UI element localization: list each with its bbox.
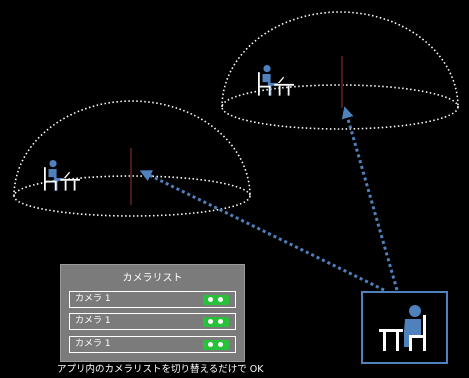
arrow-to-right-camera: [341, 106, 399, 291]
camera-list-item[interactable]: カメラ 1: [69, 336, 236, 353]
camera-list-item[interactable]: カメラ 1: [69, 291, 236, 308]
camera-list-item-label: カメラ 1: [75, 339, 111, 349]
right-dome: [221, 11, 459, 130]
camera-list-item-label: カメラ 1: [75, 316, 111, 326]
remote-viewer-box: [361, 291, 448, 364]
person-at-desk-icon: [44, 160, 80, 191]
left-dome: [13, 100, 251, 217]
toggle-switch-icon[interactable]: [203, 294, 229, 305]
caption-text: アプリ内のカメラリストを切り替えるだけで OK: [57, 364, 264, 375]
person-at-desk-icon: [258, 65, 294, 96]
toggle-switch-icon[interactable]: [203, 339, 229, 350]
camera-list-panel: カメラリスト カメラ 1 カメラ 1 カメラ 1: [60, 264, 245, 362]
toggle-switch-icon[interactable]: [203, 316, 229, 327]
camera-list-item[interactable]: カメラ 1: [69, 313, 236, 330]
person-at-desk-icon: [379, 305, 426, 351]
arrow-to-left-camera: [139, 170, 385, 292]
camera-list-item-label: カメラ 1: [75, 294, 111, 304]
camera-list-title: カメラリスト: [122, 273, 183, 284]
